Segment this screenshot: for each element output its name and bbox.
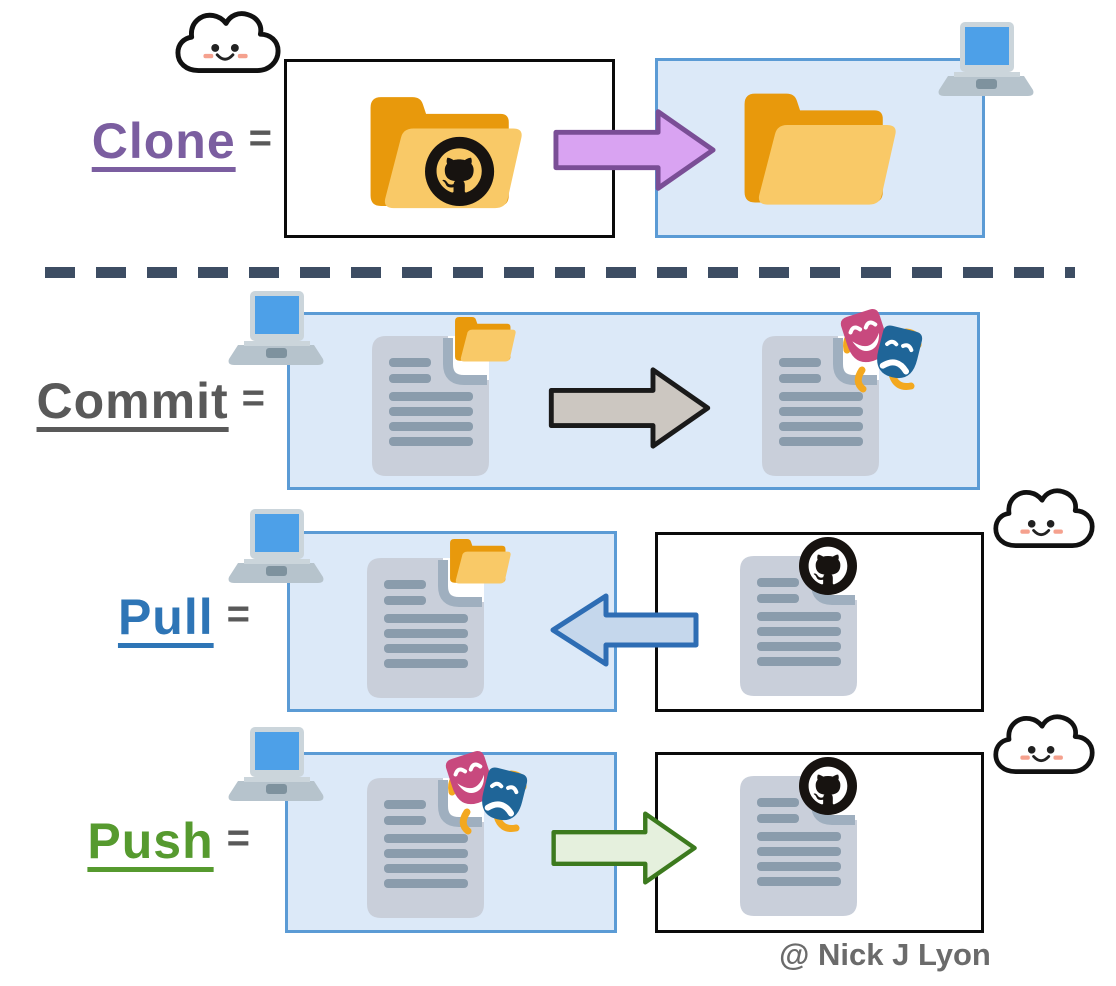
clone-equals: = [248, 115, 272, 160]
document-github-icon [740, 776, 857, 916]
commit-term: Commit [36, 373, 229, 429]
pull-term: Pull [117, 589, 214, 645]
clone-label: Clone = [92, 112, 272, 170]
cloud-face-icon [992, 712, 1096, 782]
open-folder-icon [744, 93, 896, 205]
folder-github-icon [358, 84, 536, 217]
pull-label: Pull = [118, 588, 250, 646]
commit-label: Commit = [37, 372, 265, 430]
cloud-face-icon [174, 8, 282, 82]
clone-arrow-right-icon [553, 105, 718, 195]
document-masks-icon [367, 778, 484, 918]
attribution-text: @ Nick J Lyon [779, 937, 991, 972]
laptop-icon [228, 291, 324, 365]
laptop-icon [228, 727, 324, 801]
document-github-icon [740, 556, 857, 696]
laptop-icon [938, 22, 1034, 96]
push-arrow-right-icon [551, 806, 699, 890]
document-folder-icon [367, 558, 484, 698]
commit-arrow-right-icon [548, 364, 713, 452]
document-masks-icon [762, 336, 879, 476]
dashed-divider [45, 267, 1075, 278]
pull-equals: = [226, 591, 250, 636]
push-equals: = [226, 815, 250, 860]
clone-term: Clone [91, 113, 236, 169]
cloud-face-icon [992, 486, 1096, 556]
document-folder-icon [372, 336, 489, 476]
pull-arrow-left-icon [549, 590, 699, 670]
laptop-icon [228, 509, 324, 583]
commit-equals: = [241, 375, 265, 420]
push-label: Push = [87, 812, 250, 870]
push-term: Push [87, 813, 214, 869]
